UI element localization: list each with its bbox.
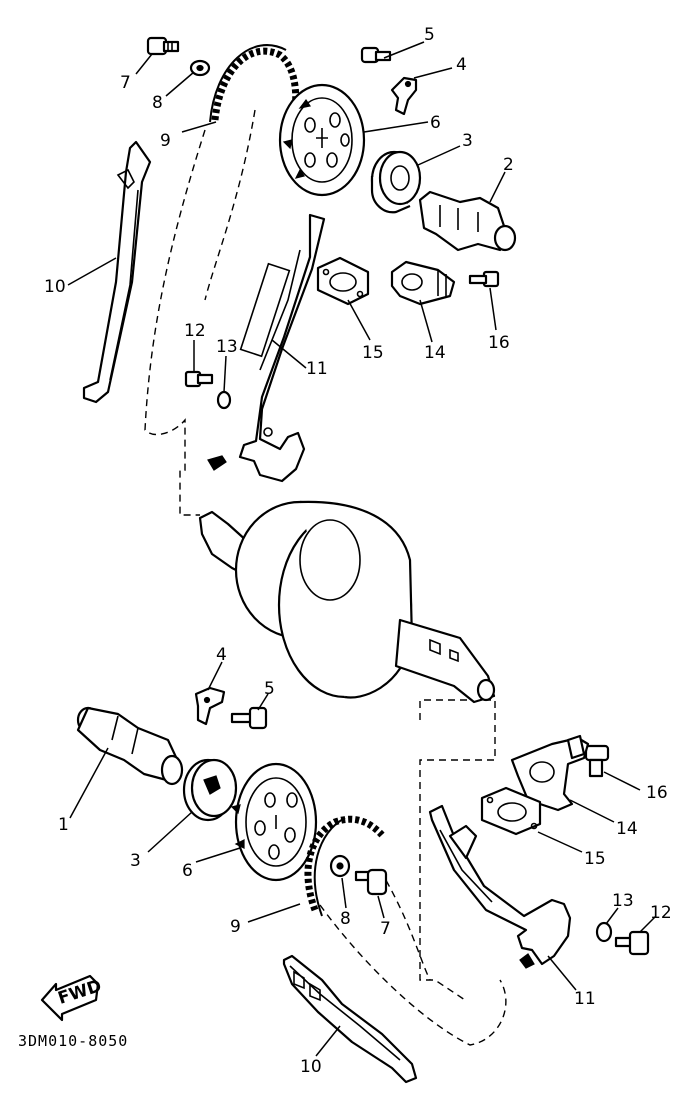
- leader-lines: [67, 41, 657, 1057]
- crankshaft: [198, 500, 496, 704]
- bolt-12-top: [184, 370, 214, 388]
- bolt-7-bottom: [354, 868, 388, 896]
- bolt-5-bottom: [230, 706, 268, 730]
- chain-tensioner-14-top: [390, 260, 456, 306]
- gasket-15-bottom: [480, 786, 542, 836]
- bolt-7-top: [146, 36, 180, 56]
- callout-16-top: 16: [488, 333, 510, 353]
- callout-2: 2: [503, 155, 514, 175]
- callout-15-top: 15: [362, 343, 384, 363]
- callout-15-bottom: 15: [584, 849, 606, 869]
- callout-10-top: 10: [44, 277, 66, 297]
- chain-guide-10-bottom: [282, 954, 418, 1084]
- forward-arrow-icon: FWD: [40, 974, 104, 1022]
- callout-11-top: 11: [306, 359, 328, 379]
- camshaft-1: [76, 706, 184, 786]
- callout-5-top: 5: [424, 25, 435, 45]
- callout-9-bottom: 9: [230, 917, 241, 937]
- collar-3-top: [370, 150, 422, 214]
- tensioner-guide-11-bottom: [428, 804, 572, 969]
- callout-10-bottom: 10: [300, 1057, 322, 1077]
- callout-13-top: 13: [216, 337, 238, 357]
- bolt-12-bottom: [614, 930, 650, 956]
- lock-plate-4-top: [390, 76, 418, 116]
- callout-12-bottom: 12: [650, 903, 672, 923]
- bolt-5-top: [360, 46, 392, 64]
- chain-guide-10-top: [82, 140, 152, 404]
- callout-13-bottom: 13: [612, 891, 634, 911]
- callout-6-top: 6: [430, 113, 441, 133]
- chain-path-lines: [144, 109, 507, 1046]
- bolt-16-top: [468, 270, 500, 288]
- callout-8-top: 8: [152, 93, 163, 113]
- callout-14-top: 14: [424, 343, 446, 363]
- callout-14-bottom: 14: [616, 819, 638, 839]
- diagram-code: 3DM010-8050: [18, 1032, 128, 1050]
- washer-8-top: [189, 59, 211, 77]
- lock-plate-4-bottom: [194, 686, 226, 726]
- bolt-16-bottom: [584, 744, 610, 778]
- cam-sprocket-6-top: [278, 83, 366, 197]
- callout-3-top: 3: [462, 131, 473, 151]
- gasket-15-top: [316, 256, 370, 306]
- callout-5-bottom: 5: [264, 679, 275, 699]
- callout-4-top: 4: [456, 55, 467, 75]
- callout-3-bottom: 3: [130, 851, 141, 871]
- washer-13-bottom: [595, 921, 613, 943]
- washer-13-top: [216, 390, 232, 410]
- callout-12-top: 12: [184, 321, 206, 341]
- callout-8-bottom: 8: [340, 909, 351, 929]
- callout-11-bottom: 11: [574, 989, 596, 1009]
- callout-4-bottom: 4: [216, 645, 227, 665]
- cam-sprocket-6-bottom: [230, 762, 318, 882]
- timing-chain-9-bottom: [304, 815, 385, 917]
- collar-3-bottom: [182, 758, 238, 822]
- camshaft-2: [418, 190, 517, 252]
- callout-labels: 5 4 7 8 6 9 3 2 10 12 13 11 15 14 16 4 5…: [44, 25, 672, 1077]
- washer-8-bottom: [329, 854, 351, 878]
- callout-7-top: 7: [120, 73, 131, 93]
- callout-1: 1: [58, 815, 69, 835]
- callout-6-bottom: 6: [182, 861, 193, 881]
- callout-9-top: 9: [160, 131, 171, 151]
- callout-7-bottom: 7: [380, 919, 391, 939]
- callout-16-bottom: 16: [646, 783, 668, 803]
- chain-tensioner-14-bottom: [510, 734, 590, 812]
